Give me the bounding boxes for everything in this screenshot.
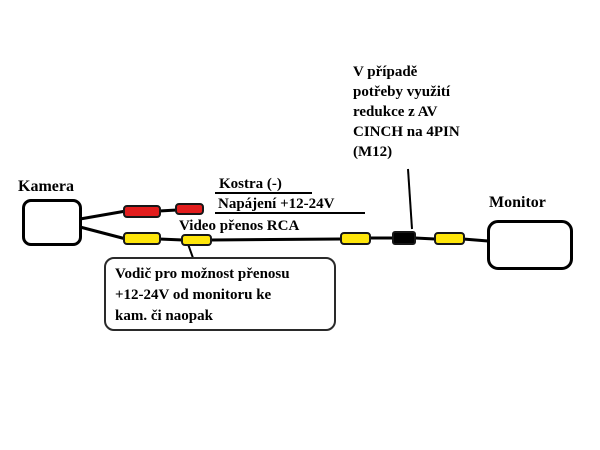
adapter-note-line: CINCH na 4PIN — [353, 124, 460, 140]
camera-power-wire — [79, 209, 127, 221]
adapter-note-line: potřeby využití — [353, 84, 451, 100]
camera-label: Kamera — [18, 178, 74, 195]
callout-leader — [187, 243, 194, 259]
adapter-note-leader — [407, 168, 413, 230]
camera-video-wire — [79, 225, 127, 241]
camera-box — [22, 199, 82, 246]
callout-line: Vodič pro možnost přenosu — [115, 266, 290, 282]
adapter-note-line: V případě — [353, 64, 418, 80]
adapter-note-line: (M12) — [353, 144, 393, 160]
monitor-box — [487, 220, 573, 270]
callout-line: +12-24V od monitoru ke — [115, 287, 272, 303]
monitor-wire — [462, 237, 489, 243]
camera-power-plug — [123, 205, 161, 218]
av-cinch-4pin-adapter-plug — [392, 231, 416, 245]
power-transfer-callout: Vodič pro možnost přenosu +12-24V od mon… — [104, 257, 336, 331]
monitor-video-plug — [434, 232, 465, 245]
extension-power-plug — [175, 203, 204, 215]
video-joint-wire — [158, 237, 184, 242]
monitor-label: Monitor — [489, 194, 546, 211]
extension-video-plug — [181, 234, 212, 246]
callout-line: kam. či naopak — [115, 308, 213, 324]
adapter-note: V případě potřeby využití redukce z AV C… — [353, 62, 460, 162]
ground-wire-label: Kostra (-) — [219, 176, 282, 192]
power-wire-label: Napájení +12-24V — [218, 196, 335, 212]
cable-video-plug — [340, 232, 371, 245]
video-extension-wire — [209, 237, 342, 242]
adapter-out-wire — [414, 236, 436, 241]
video-wire-label: Video přenos RCA — [179, 218, 300, 234]
adapter-note-line: redukce z AV — [353, 104, 438, 120]
camera-video-plug — [123, 232, 161, 245]
power-joint-wire — [158, 208, 178, 213]
